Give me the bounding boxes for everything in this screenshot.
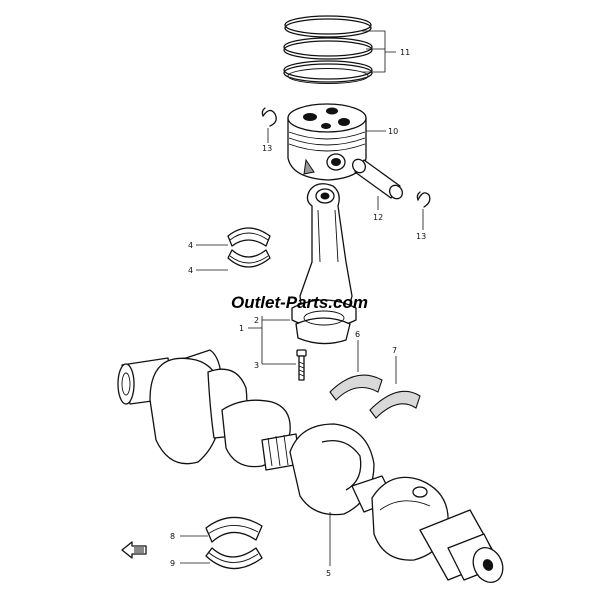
callout-12: 12 <box>373 213 383 222</box>
callout-3: 3 <box>254 361 259 370</box>
callout-1: 1 <box>239 324 244 333</box>
leader-lines <box>180 30 424 566</box>
crankshaft[interactable] <box>117 349 508 587</box>
thrust-bearing-right[interactable] <box>369 390 421 419</box>
callout-5: 5 <box>326 569 331 578</box>
connecting-rod-bolt[interactable] <box>296 349 307 381</box>
callout-7: 7 <box>392 346 397 355</box>
main-bearing-upper[interactable] <box>205 516 263 543</box>
piston-rings[interactable] <box>283 15 373 84</box>
main-bearing-lower[interactable] <box>205 547 263 570</box>
callout-numbers: 11 10 12 13 13 4 4 1 2 3 6 7 5 8 9 <box>170 48 426 578</box>
callout-6: 6 <box>355 330 360 339</box>
piston-pin[interactable] <box>350 157 405 201</box>
callout-2: 2 <box>254 316 259 325</box>
thrust-bearing-left[interactable] <box>329 374 383 401</box>
watermark-text: Outlet-Parts.com <box>231 293 368 312</box>
callout-13-right: 13 <box>416 232 426 241</box>
circlip-left[interactable] <box>261 107 277 127</box>
callout-4-upper: 4 <box>188 241 193 250</box>
callout-9: 9 <box>170 559 175 568</box>
callout-4-lower: 4 <box>188 266 193 275</box>
crankpin-bearing-lower[interactable] <box>227 249 271 268</box>
connecting-rod[interactable] <box>291 183 357 345</box>
circlip-right[interactable] <box>416 191 431 208</box>
callout-13-left: 13 <box>262 144 272 153</box>
callout-10: 10 <box>388 127 398 136</box>
piston[interactable] <box>287 103 367 181</box>
callout-11: 11 <box>400 48 410 57</box>
crankpin-bearing-upper[interactable] <box>227 227 271 247</box>
front-direction-arrow-icon <box>121 541 147 559</box>
callout-8: 8 <box>170 532 175 541</box>
